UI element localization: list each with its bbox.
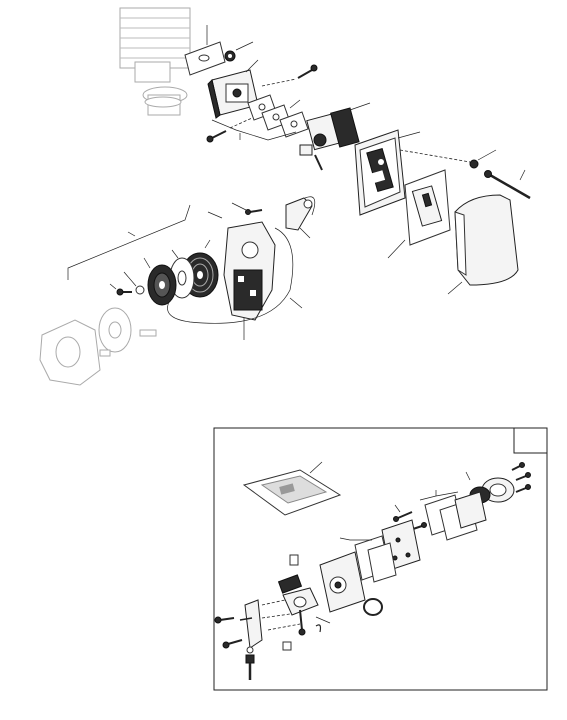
starter-handle-21 — [285, 197, 313, 231]
starter-rope-20 — [167, 227, 294, 324]
carburettor-7 — [299, 107, 360, 171]
nut-3 — [224, 50, 236, 62]
gasket-1 — [184, 41, 226, 76]
throttle-shaft — [277, 554, 319, 636]
screw-13 — [116, 288, 132, 296]
piston-ring-ghost — [144, 96, 182, 108]
starter-housing-18 — [223, 221, 276, 321]
washer-14 — [135, 285, 145, 295]
long-screw-10 — [484, 170, 531, 200]
screw-19 — [245, 209, 263, 215]
repair-kit-bag-25 — [242, 469, 342, 516]
diaphragm-gaskets-25-left — [354, 535, 397, 583]
crankcase-ghost — [39, 307, 157, 386]
muffler-2 — [207, 69, 259, 119]
gasket-6 — [261, 104, 309, 138]
clip-27 — [315, 624, 322, 633]
air-filter-cover-12 — [454, 194, 519, 286]
carburettor-body — [319, 551, 366, 613]
washer-9 — [469, 159, 479, 169]
screw-4-lower — [206, 130, 227, 143]
starter-pulley-15 — [147, 264, 177, 306]
o-ring — [363, 598, 383, 616]
screw-4-upper — [297, 64, 318, 79]
filter-element-11 — [404, 169, 451, 246]
detail-box-tag — [513, 427, 548, 454]
idle-adjust-screw — [245, 646, 255, 680]
detail-screws-left — [214, 616, 292, 651]
choke-lever — [239, 599, 263, 649]
detail-screws-right — [511, 462, 531, 493]
diaphragm-gaskets-25-right — [424, 491, 487, 541]
air-filter-base-8 — [354, 129, 406, 216]
